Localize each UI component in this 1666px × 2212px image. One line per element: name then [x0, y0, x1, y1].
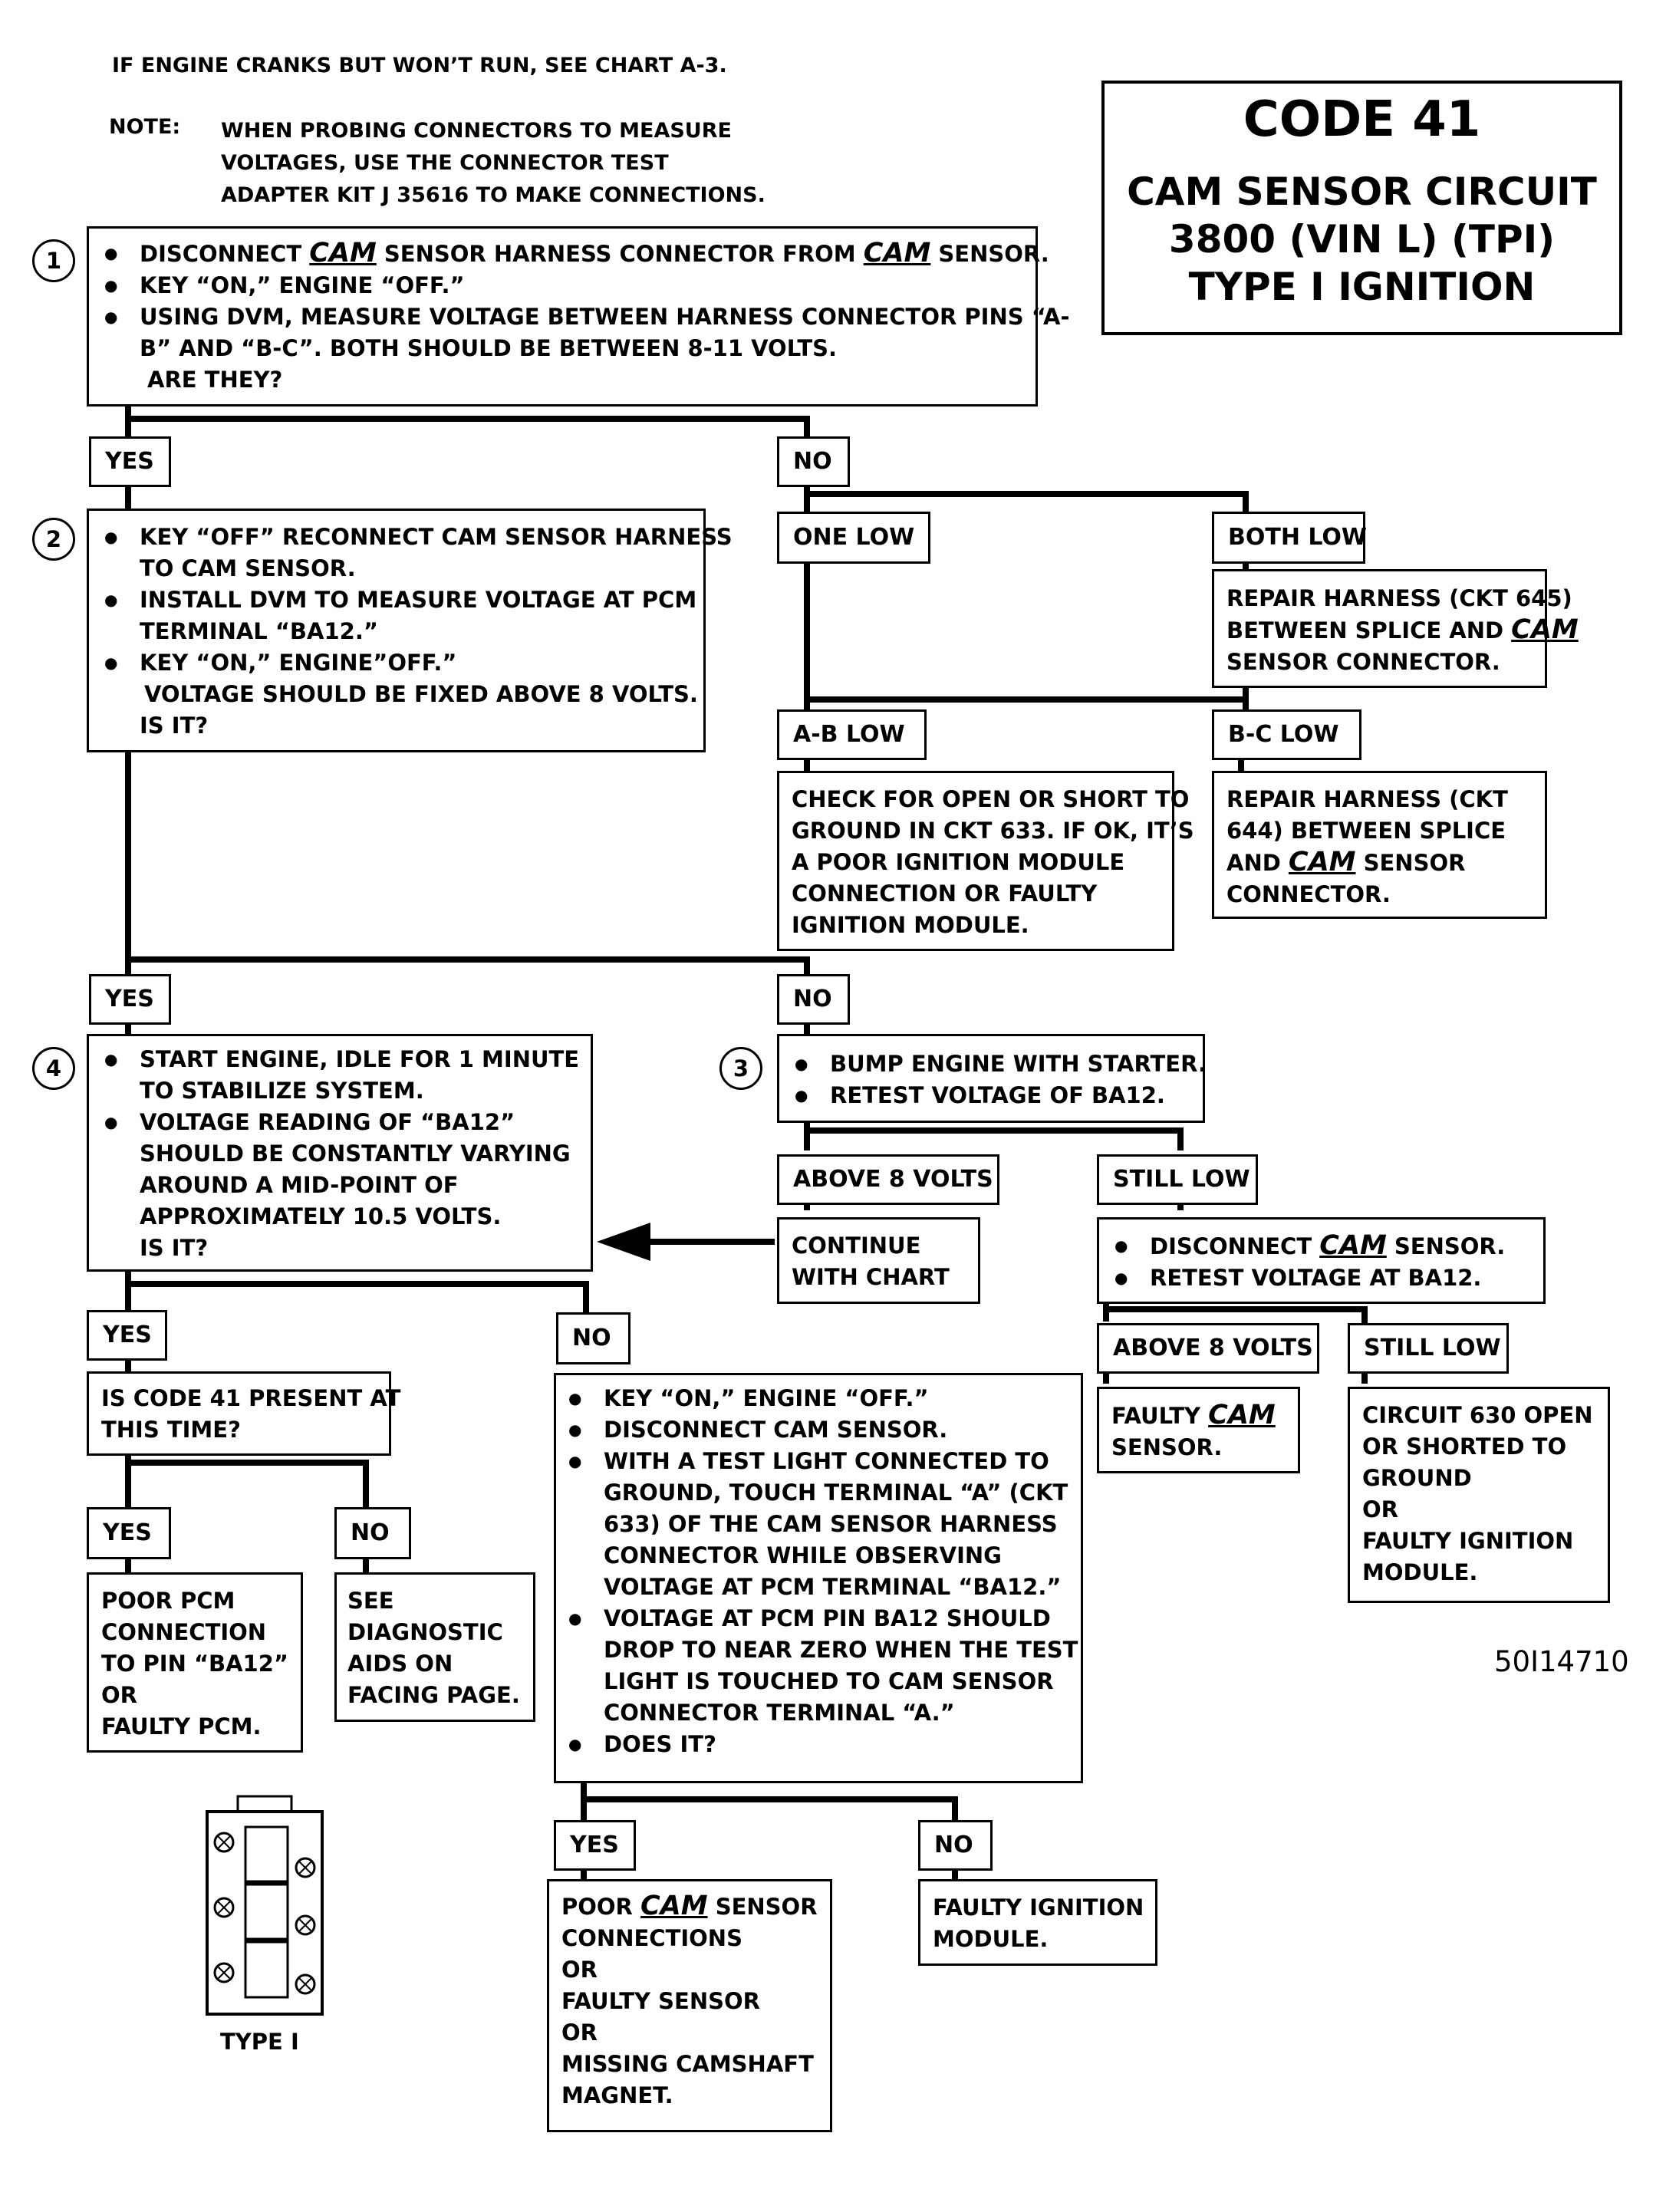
step3-box: BUMP ENGINE WITH STARTER. RETEST VOLTAGE… — [777, 1034, 1207, 1123]
title-lines: CAM SENSOR CIRCUIT 3800 (VIN L) (TPI) TY… — [1127, 170, 1597, 309]
code41-yes-label: YES — [87, 1507, 171, 1559]
code-title: CODE 41 — [1243, 91, 1481, 148]
one-low-label: ONE LOW — [777, 512, 930, 564]
cam-word: CAM — [1319, 1230, 1387, 1261]
poor-cam-connections-box: POOR CAM SENSOR CONNECTIONS OR FAULTY SE… — [547, 1879, 832, 2132]
connector-diagram — [206, 1795, 324, 2016]
bc-low-label: B-C LOW — [1212, 709, 1361, 760]
cam-word: CAM — [863, 238, 931, 268]
test-light-no-label: NO — [918, 1820, 993, 1871]
cam-word: CAM — [309, 238, 377, 268]
step4-box: START ENGINE, IDLE FOR 1 MINUTE TO STABI… — [87, 1034, 593, 1272]
crank-note: IF ENGINE CRANKS BUT WON’T RUN, SEE CHAR… — [112, 54, 727, 77]
step4-yes-label: YES — [87, 1310, 167, 1361]
cam-word: CAM — [1511, 614, 1579, 645]
circuit-630-box: CIRCUIT 630 OPEN OR SHORTED TO GROUND OR… — [1348, 1387, 1610, 1603]
cam-word: CAM — [1208, 1400, 1276, 1430]
step3-above-8-label: ABOVE 8 VOLTS — [777, 1154, 999, 1205]
note-label: NOTE: — [109, 115, 181, 139]
cam-word: CAM — [1288, 847, 1356, 877]
test-light-yes-label: YES — [554, 1820, 636, 1871]
connector-caption: TYPE I — [220, 2029, 299, 2055]
disconnect-still-low-label: STILL LOW — [1348, 1323, 1509, 1374]
see-diagnostic-box: SEE DIAGNOSTIC AIDS ON FACING PAGE. — [334, 1572, 535, 1722]
poor-pcm-box: POOR PCM CONNECTION TO PIN “BA12” OR FAU… — [87, 1572, 303, 1753]
faulty-cam-sensor-box: FAULTY CAM SENSOR. — [1097, 1387, 1300, 1473]
ab-low-label: A-B LOW — [777, 709, 927, 760]
repair-644-box: REPAIR HARNESS (CKT 644) BETWEEN SPLICE … — [1212, 771, 1547, 919]
note-text: WHEN PROBING CONNECTORS TO MEASURE VOLTA… — [221, 119, 766, 207]
faulty-ignition-module-box: FAULTY IGNITION MODULE. — [918, 1879, 1157, 1966]
step-number-4: 4 — [32, 1047, 75, 1090]
disconnect-cam-box: DISCONNECT CAM SENSOR. RETEST VOLTAGE AT… — [1097, 1217, 1546, 1304]
figure-id: 50I14710 — [1494, 1645, 1629, 1678]
step3-still-low-label: STILL LOW — [1097, 1154, 1258, 1205]
step1-yes-label: YES — [89, 436, 171, 487]
step-number-1: 1 — [32, 239, 75, 282]
code41-no-label: NO — [334, 1507, 411, 1559]
step2-box: KEY “OFF” RECONNECT CAM SENSOR HARNESS T… — [87, 509, 733, 752]
step1-no-label: NO — [777, 436, 850, 487]
step-number-2: 2 — [32, 518, 75, 561]
step2-yes-label: YES — [89, 974, 171, 1025]
both-low-label: BOTH LOW — [1212, 512, 1367, 564]
repair-645-box: REPAIR HARNESS (CKT 645) BETWEEN SPLICE … — [1212, 569, 1579, 688]
arrow-left-icon — [597, 1223, 650, 1261]
step1-box: DISCONNECT CAM SENSOR HARNESS CONNECTOR … — [87, 226, 1070, 407]
step-number-3: 3 — [719, 1047, 762, 1090]
disconnect-above-8-label: ABOVE 8 VOLTS — [1097, 1323, 1319, 1374]
title-box: CODE 41 CAM SENSOR CIRCUIT 3800 (VIN L) … — [1101, 81, 1622, 335]
test-light-box: KEY “ON,” ENGINE “OFF.” DISCONNECT CAM S… — [554, 1373, 1083, 1783]
step4-no-label: NO — [556, 1312, 631, 1364]
code41-present-box: IS CODE 41 PRESENT AT THIS TIME? — [87, 1371, 400, 1456]
check-633-box: CHECK FOR OPEN OR SHORT TO GROUND IN CKT… — [777, 771, 1194, 951]
step2-no-label: NO — [777, 974, 850, 1025]
cam-word: CAM — [640, 1891, 708, 1921]
continue-box: CONTINUE WITH CHART — [777, 1217, 980, 1304]
